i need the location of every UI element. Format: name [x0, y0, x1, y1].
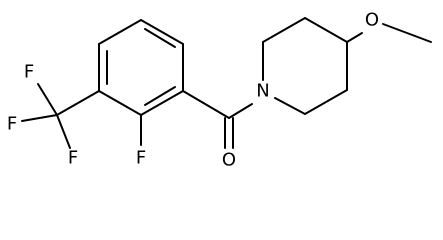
ring-methoxy-oxygen-bond — [346, 32, 363, 43]
carbonyl-oxygen-label: O — [222, 150, 236, 171]
methoxy-oxygen-label: O — [365, 10, 379, 31]
aryl-cf3-bond — [56, 90, 100, 116]
methoxy-group — [346, 23, 432, 43]
aryl-carbonyl-bond — [182, 90, 230, 119]
cf3-f-left-bond — [21, 114, 58, 122]
ring-bond — [262, 17, 306, 43]
benzene-ring — [98, 19, 184, 116]
carbonyl-nitrogen-bond — [228, 103, 253, 119]
cf3-fluorine-left-label: F — [7, 114, 17, 135]
ring-bond — [140, 19, 184, 45]
ring-bond — [140, 90, 184, 116]
aryl-fluorine-label: F — [136, 148, 146, 169]
substituent-bonds — [21, 83, 253, 149]
cf3-f-bottom-bond — [56, 114, 71, 149]
cf3-f-top-bond — [37, 83, 58, 116]
ring-bond — [274, 97, 306, 115]
atom-labels: F F F F O N O — [7, 10, 379, 171]
methoxy-methyl-bond — [382, 23, 432, 43]
ring-bond — [98, 90, 142, 116]
cf3-fluorine-top-label: F — [24, 62, 34, 83]
cf3-fluorine-bottom-label: F — [68, 148, 78, 169]
ring-bond — [304, 89, 348, 115]
ring-bond — [98, 19, 142, 45]
ring-inner-double-bond — [144, 28, 176, 48]
piperidine-ring — [262, 17, 348, 115]
molecule-structure: F F F F O N O — [7, 10, 432, 171]
ring-inner-double-bond — [144, 86, 176, 106]
piperidine-nitrogen-label: N — [256, 81, 269, 102]
ring-bond — [304, 17, 348, 43]
